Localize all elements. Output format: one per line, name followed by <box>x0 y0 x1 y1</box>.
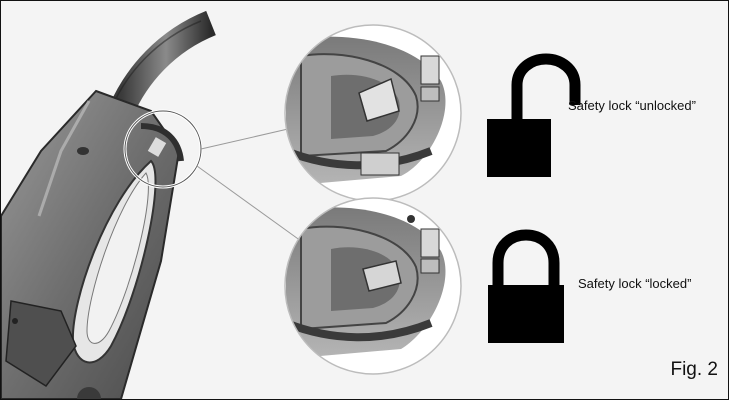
zoom-detail-locked <box>285 198 461 374</box>
label-safety-lock-locked: Safety lock “locked” <box>578 276 691 291</box>
zoom-detail-unlocked <box>285 25 461 201</box>
torch-handle <box>1 91 179 399</box>
padlock-open-icon <box>487 59 575 177</box>
figure-number: Fig. 2 <box>670 359 718 381</box>
label-safety-lock-unlocked: Safety lock “unlocked” <box>568 98 696 113</box>
leader-line-bottom <box>197 166 301 241</box>
padlock-closed-icon <box>488 235 564 343</box>
torch-cable <box>111 21 211 111</box>
